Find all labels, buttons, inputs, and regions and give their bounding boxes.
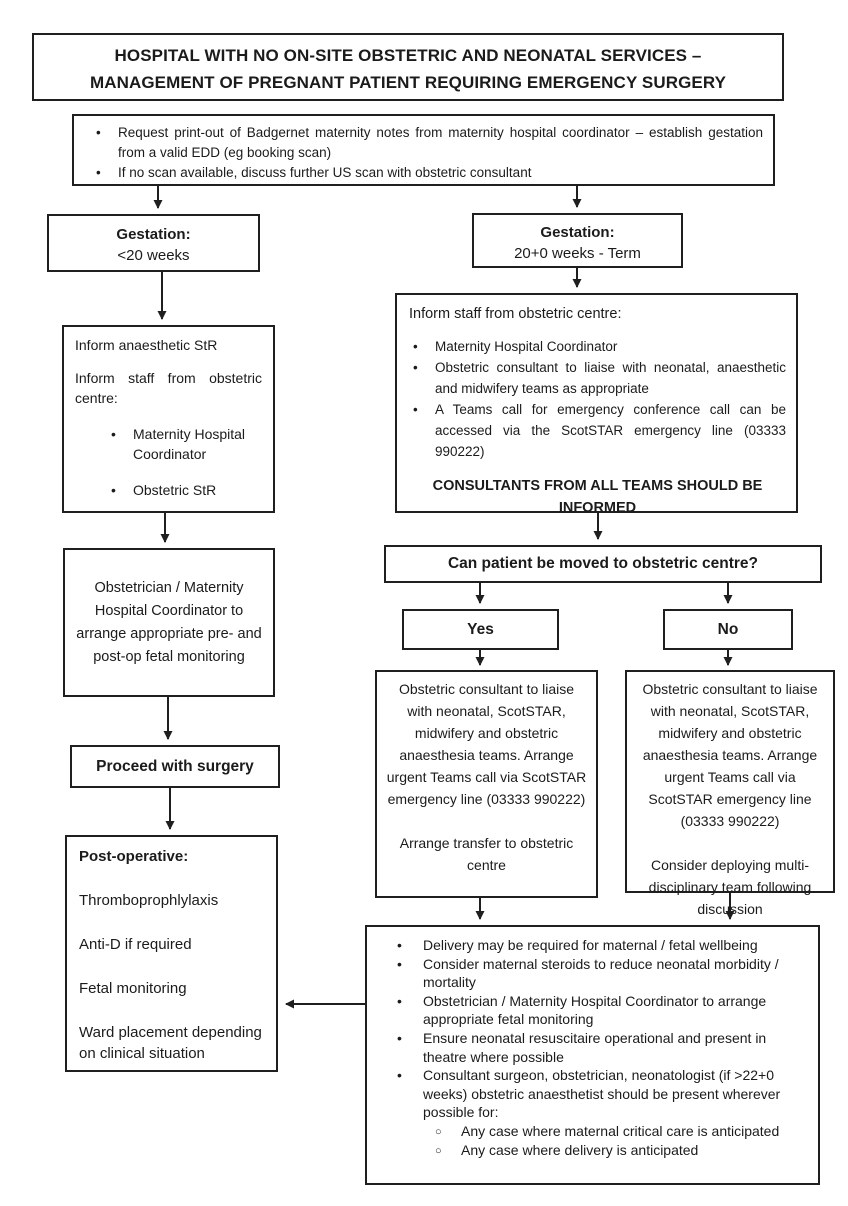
- gestation-value: 20+0 weeks - Term: [514, 245, 641, 262]
- delivery-sub-bullet: Any case where maternal critical care is…: [423, 1122, 808, 1141]
- inform-left-line2: Inform staff from obstetric centre:: [75, 370, 262, 406]
- no-action-para2: Consider deploying multi-disciplinary te…: [648, 857, 812, 917]
- proceed-text: Proceed with surgery: [96, 757, 254, 775]
- inform-right-bullet: Obstetric consultant to liaise with neon…: [409, 357, 786, 399]
- delivery-bullet: Delivery may be required for maternal / …: [383, 936, 808, 955]
- page-title-line2: MANAGEMENT OF PREGNANT PATIENT REQUIRING…: [89, 73, 727, 92]
- inform-left-line1: Inform anaesthetic StR: [75, 337, 218, 353]
- post-op-item: Anti-D if required: [79, 936, 192, 953]
- inform-obstetric-centre-box: Inform staff from obstetric centre: Mate…: [395, 293, 798, 516]
- intro-bullet: Request print-out of Badgernet maternity…: [90, 123, 763, 163]
- yes-action-para1: Obstetric consultant to liaise with neon…: [386, 681, 587, 807]
- yes-box: Yes: [402, 609, 559, 650]
- post-op-item: Thromboprophlylaxis: [79, 892, 219, 909]
- inform-left-bullet: Maternity Hospital Coordinator: [111, 424, 262, 464]
- intro-box: Request print-out of Badgernet maternity…: [72, 114, 775, 186]
- yes-action-para2: Arrange transfer to obstetric centre: [399, 835, 574, 873]
- delivery-bullet: Obstetrician / Maternity Hospital Coordi…: [383, 992, 808, 1029]
- no-box: No: [663, 609, 793, 650]
- yes-label: Yes: [467, 620, 494, 638]
- delivery-bullet: Consultant surgeon, obstetrician, neonat…: [383, 1066, 808, 1122]
- post-op-item: Fetal monitoring: [79, 980, 187, 997]
- consultants-informed-note: CONSULTANTS FROM ALL TEAMS SHOULD BE INF…: [432, 478, 763, 516]
- inform-right-bullet-list: Maternity Hospital Coordinator Obstetric…: [409, 336, 786, 462]
- inform-right-bullet: A Teams call for emergency conference ca…: [409, 399, 786, 462]
- gestation-20-plus-box: Gestation: 20+0 weeks - Term: [472, 213, 683, 268]
- intro-bullet-list: Request print-out of Badgernet maternity…: [90, 123, 763, 183]
- gestation-label: Gestation:: [116, 226, 191, 243]
- no-action-para1: Obstetric consultant to liaise with neon…: [642, 681, 818, 829]
- intro-bullet: If no scan available, discuss further US…: [90, 163, 763, 183]
- delivery-bullet-list: Delivery may be required for maternal / …: [383, 936, 808, 1122]
- title-box: HOSPITAL WITH NO ON-SITE OBSTETRIC AND N…: [32, 33, 784, 101]
- no-label: No: [717, 620, 739, 638]
- inform-right-bullet: Maternity Hospital Coordinator: [409, 336, 786, 357]
- delivery-bullet: Ensure neonatal resuscitaire operational…: [383, 1029, 808, 1066]
- delivery-sub-bullet-list: Any case where maternal critical care is…: [423, 1122, 808, 1160]
- inform-right-heading: Inform staff from obstetric centre:: [409, 306, 622, 322]
- inform-anaesthetic-box: Inform anaesthetic StR Inform staff from…: [62, 325, 275, 513]
- pre-post-op-text: Obstetrician / Maternity Hospital Coordi…: [76, 579, 262, 665]
- inform-left-bullet: Obstetric StR: [111, 480, 262, 500]
- question-text: Can patient be moved to obstetric centre…: [447, 555, 759, 572]
- delivery-considerations-box: Delivery may be required for maternal / …: [365, 925, 820, 1185]
- delivery-bullet: Consider maternal steroids to reduce neo…: [383, 955, 808, 992]
- pre-post-op-monitoring-box: Obstetrician / Maternity Hospital Coordi…: [63, 548, 275, 697]
- page-title-line1: HOSPITAL WITH NO ON-SITE OBSTETRIC AND N…: [114, 46, 702, 65]
- inform-left-bullet-list: Maternity Hospital Coordinator Obstetric…: [111, 424, 262, 500]
- post-op-item: Ward placement depending on clinical sit…: [79, 1024, 262, 1062]
- move-patient-question-box: Can patient be moved to obstetric centre…: [384, 545, 822, 583]
- post-op-heading: Post-operative:: [79, 848, 189, 865]
- yes-action-box: Obstetric consultant to liaise with neon…: [375, 670, 598, 898]
- delivery-sub-bullet: Any case where delivery is anticipated: [423, 1141, 808, 1160]
- proceed-surgery-box: Proceed with surgery: [70, 745, 280, 788]
- post-operative-box: Post-operative: Thromboprophlylaxis Anti…: [65, 835, 278, 1072]
- no-action-box: Obstetric consultant to liaise with neon…: [625, 670, 835, 917]
- gestation-label: Gestation:: [540, 224, 615, 241]
- gestation-under-20-box: Gestation: <20 weeks: [47, 214, 260, 272]
- gestation-value: <20 weeks: [117, 247, 190, 264]
